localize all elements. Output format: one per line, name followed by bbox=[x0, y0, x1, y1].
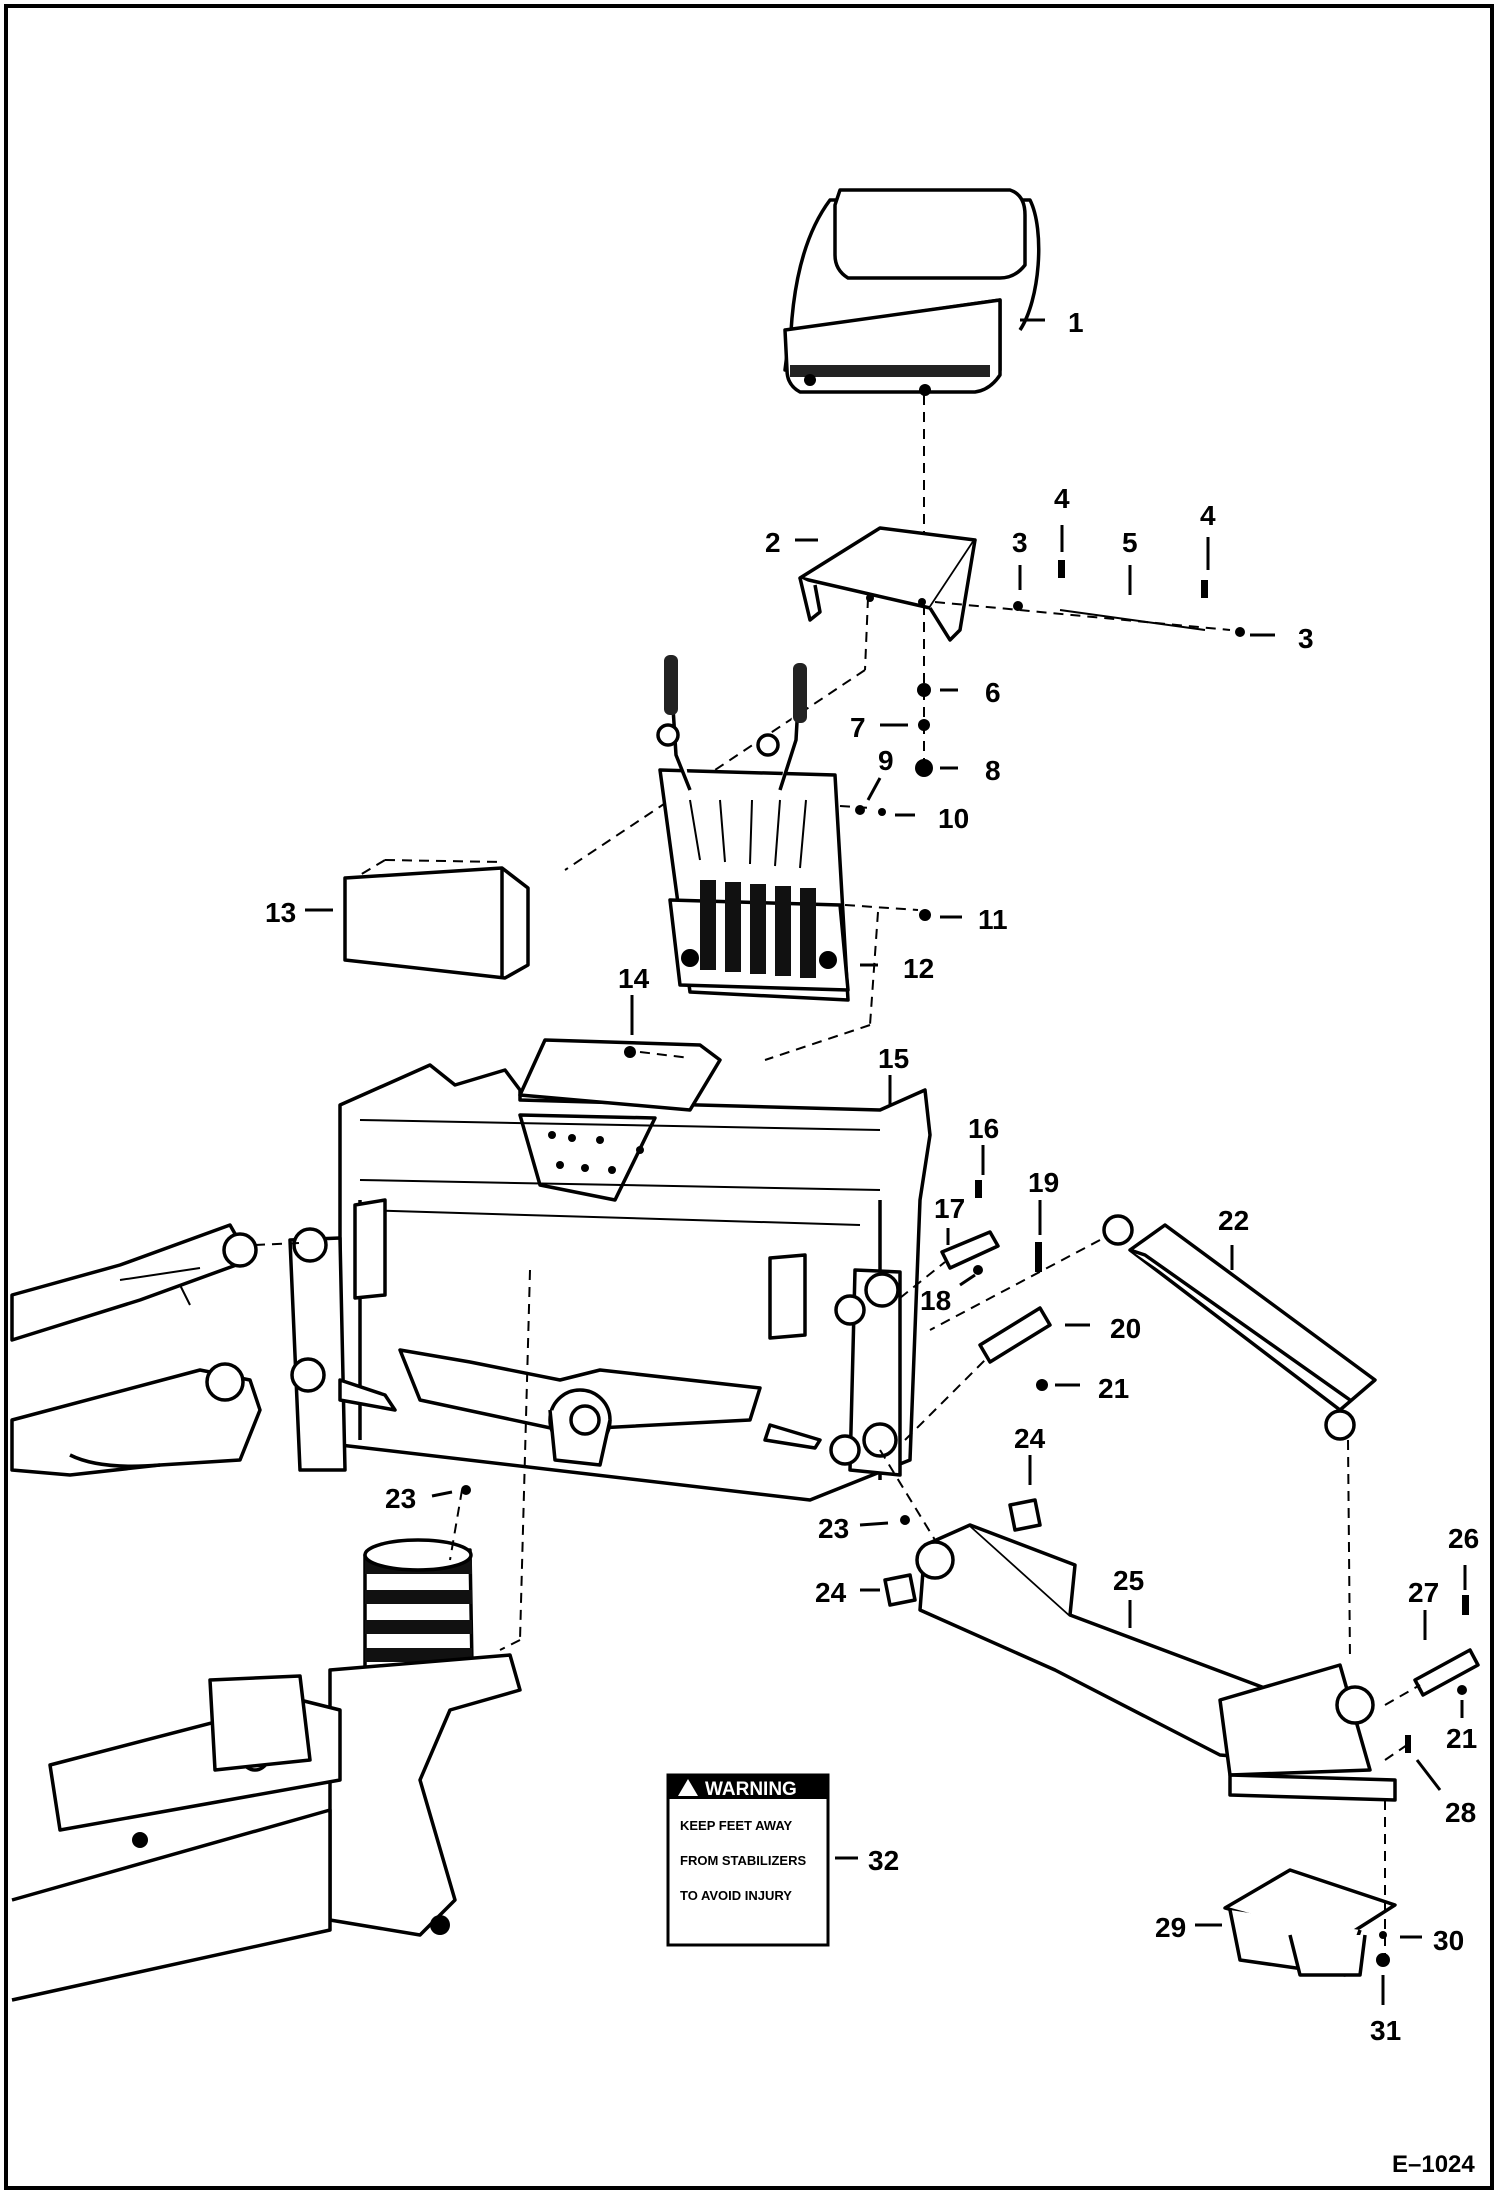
bushing-24b bbox=[883, 1573, 917, 1607]
washer-30 bbox=[1379, 1931, 1387, 1939]
control-valve-part bbox=[656, 655, 850, 1002]
nut-8 bbox=[915, 759, 933, 777]
pin-hardware bbox=[1013, 560, 1245, 637]
sheet-border bbox=[4, 4, 1494, 2190]
callout-4-left: 4 bbox=[1054, 483, 1070, 514]
mounting-frame-part bbox=[288, 1038, 932, 1502]
callout-20: 20 bbox=[1110, 1313, 1141, 1344]
callout-31: 31 bbox=[1370, 2015, 1401, 2046]
washer-6 bbox=[917, 683, 931, 697]
boom-arm bbox=[10, 1223, 262, 1477]
warning-decal-line2: FROM STABILIZERS bbox=[680, 1853, 806, 1868]
bushing-23a bbox=[461, 1485, 471, 1495]
drawing-number: E–1024 bbox=[1392, 2151, 1475, 2178]
callout-14: 14 bbox=[618, 963, 650, 994]
washer-9 bbox=[855, 805, 865, 815]
callout-3-left: 3 bbox=[1012, 527, 1028, 558]
bushing-24a bbox=[1008, 1498, 1042, 1532]
callout-7: 7 bbox=[850, 712, 866, 743]
pin-17-hardware bbox=[940, 1180, 1000, 1275]
callout-4-right: 4 bbox=[1200, 500, 1216, 531]
callout-18: 18 bbox=[920, 1285, 951, 1316]
pin-27-hardware bbox=[1405, 1595, 1480, 1753]
warning-decal: WARNING KEEP FEET AWAY FROM STABILIZERS … bbox=[666, 1773, 830, 1947]
pin-20-hardware bbox=[978, 1242, 1052, 1391]
callout-16: 16 bbox=[968, 1113, 999, 1144]
seat-part bbox=[783, 188, 1041, 396]
callout-25: 25 bbox=[1113, 1565, 1144, 1596]
nut-31 bbox=[1376, 1953, 1390, 1967]
warning-decal-title: WARNING bbox=[705, 1779, 797, 1800]
cover-part bbox=[343, 859, 530, 980]
callout-24-lower: 24 bbox=[815, 1577, 847, 1608]
hydraulic-cylinder-part bbox=[1102, 1214, 1377, 1441]
callout-22: 22 bbox=[1218, 1205, 1249, 1236]
callout-15: 15 bbox=[878, 1043, 909, 1074]
callout-27: 27 bbox=[1408, 1577, 1439, 1608]
callout-21-lower: 21 bbox=[1446, 1723, 1477, 1754]
washer-7 bbox=[918, 719, 930, 731]
callout-1: 1 bbox=[1068, 307, 1084, 338]
stabilizer-arm-part bbox=[915, 1523, 1397, 1802]
callout-29: 29 bbox=[1155, 1912, 1186, 1943]
seat-bracket-part bbox=[798, 526, 977, 642]
stabilizer-pad-part bbox=[1223, 1868, 1397, 1977]
nut-10 bbox=[878, 808, 886, 816]
bushing-23b bbox=[900, 1515, 910, 1525]
callout-19: 19 bbox=[1028, 1167, 1059, 1198]
warning-decal-line3: TO AVOID INJURY bbox=[680, 1888, 792, 1903]
callout-13: 13 bbox=[265, 897, 296, 928]
callout-3-right: 3 bbox=[1298, 623, 1314, 654]
warning-decal-line1: KEEP FEET AWAY bbox=[680, 1818, 793, 1833]
callout-24-upper: 24 bbox=[1014, 1423, 1046, 1454]
callout-23-left: 23 bbox=[385, 1483, 416, 1514]
callout-5: 5 bbox=[1122, 527, 1138, 558]
bolt-14 bbox=[624, 1046, 636, 1058]
callout-10: 10 bbox=[938, 803, 969, 834]
callout-2: 2 bbox=[765, 527, 781, 558]
callout-leaders bbox=[305, 318, 1467, 2005]
callout-21-upper: 21 bbox=[1098, 1373, 1129, 1404]
nut-11 bbox=[919, 909, 931, 921]
callout-26: 26 bbox=[1448, 1523, 1479, 1554]
callout-30: 30 bbox=[1433, 1925, 1464, 1956]
callout-23-right: 23 bbox=[818, 1513, 849, 1544]
callout-32: 32 bbox=[868, 1845, 899, 1876]
swing-tower bbox=[11, 1538, 522, 2002]
callout-8: 8 bbox=[985, 755, 1001, 786]
callout-11: 11 bbox=[978, 904, 1008, 935]
callout-6: 6 bbox=[985, 677, 1001, 708]
callout-9: 9 bbox=[878, 745, 894, 776]
callout-12: 12 bbox=[903, 953, 934, 984]
callout-28: 28 bbox=[1445, 1797, 1476, 1828]
callout-17: 17 bbox=[934, 1193, 965, 1224]
